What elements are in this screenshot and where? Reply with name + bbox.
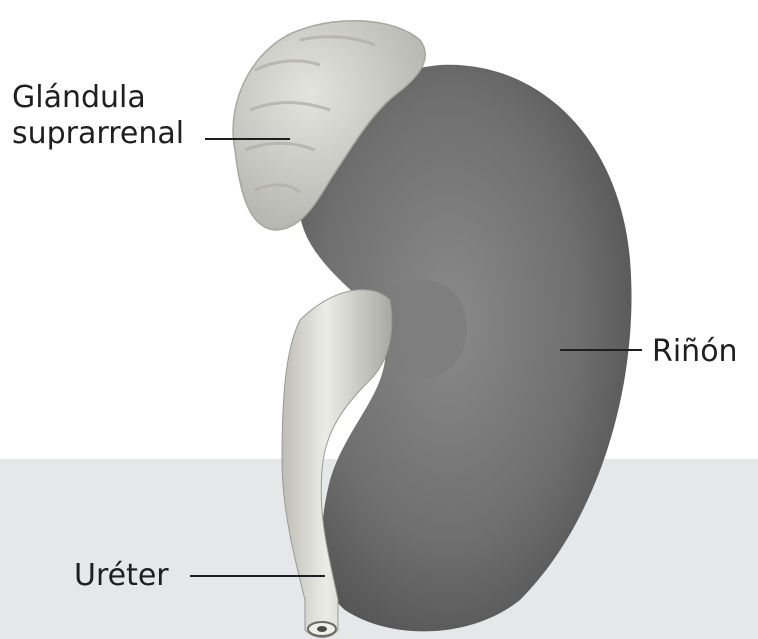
adrenal-gland-label: Glándula suprarrenal	[12, 80, 184, 152]
adrenal-gland-label-line1: Glándula	[12, 80, 184, 116]
ureter-label: Uréter	[74, 558, 169, 594]
adrenal-gland-label-line2: suprarrenal	[12, 116, 184, 152]
kidney-label: Riñón	[652, 334, 738, 370]
